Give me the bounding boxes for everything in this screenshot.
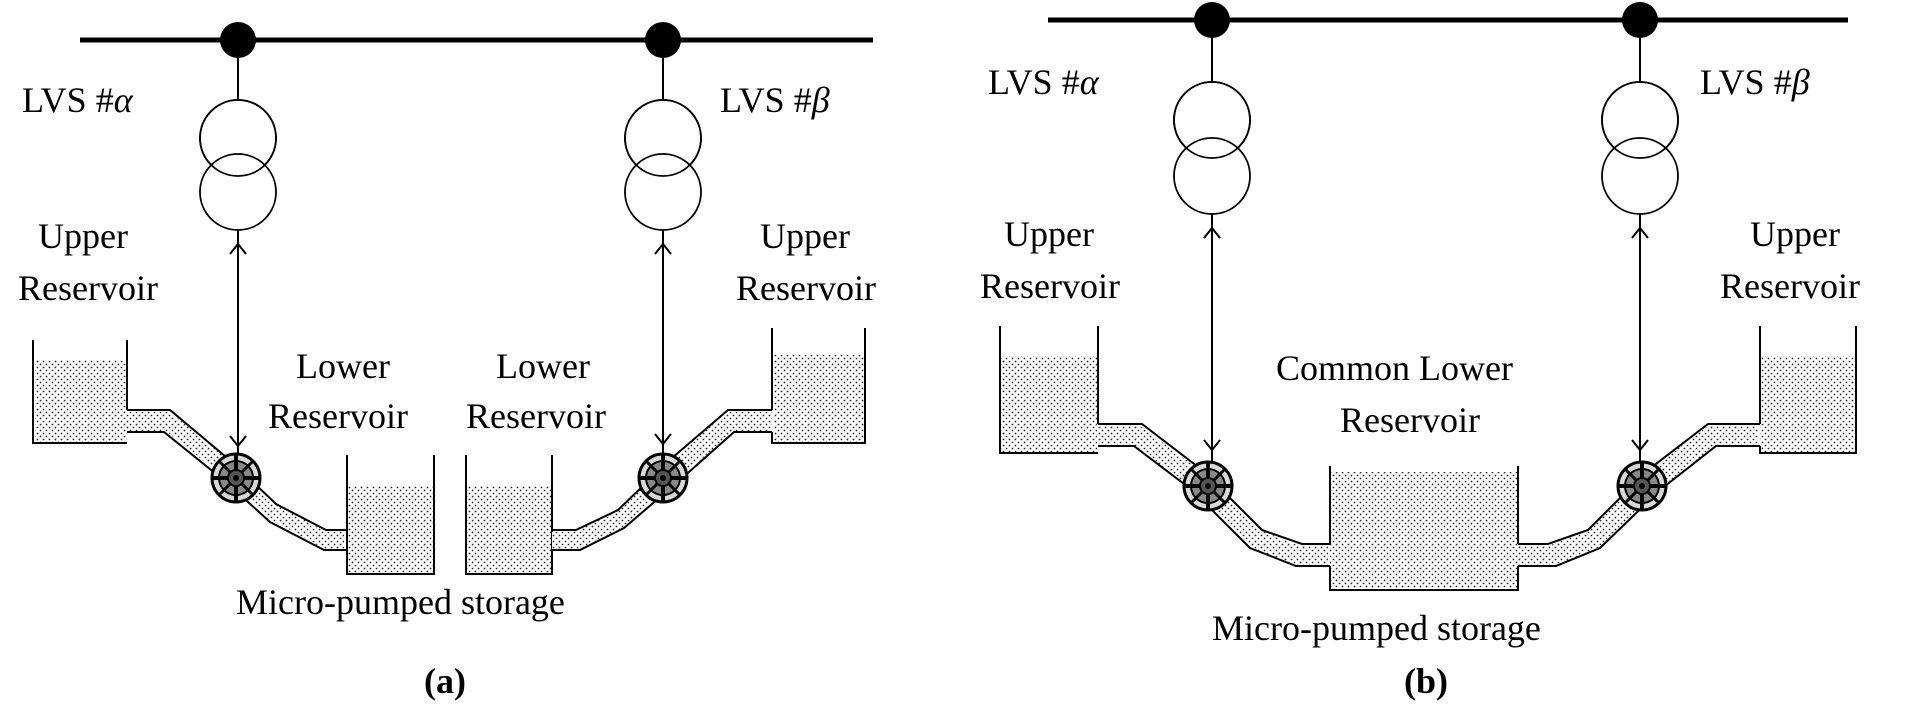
transformer-beta-a — [624, 58, 702, 231]
caption-a: Micro-pumped storage — [236, 582, 565, 622]
bus-node-beta-b — [1622, 2, 1658, 38]
upper-reservoir-left-label-b-line2: Reservoir — [980, 266, 1120, 306]
water-lower-left-a — [347, 486, 433, 572]
panel-label-a: (a) — [424, 661, 466, 701]
turbine-icon-beta-b — [1616, 460, 1668, 512]
turbine-icon-beta-a — [637, 452, 689, 504]
upper-reservoir-left-label-b-line1: Upper — [1004, 214, 1094, 254]
lvs-beta-label-a: LVS #β — [720, 80, 830, 120]
lvs-alpha-label-b: LVS #α — [988, 62, 1100, 102]
panel-label-b: (b) — [1404, 661, 1448, 701]
bus-node-beta-a — [645, 22, 681, 58]
turbine-icon-alpha-b — [1182, 460, 1234, 512]
transformer-alpha-b — [1173, 38, 1251, 215]
upper-reservoir-right-label-a-line2: Reservoir — [736, 268, 876, 308]
upper-reservoir-right-label-b-line2: Reservoir — [1720, 266, 1860, 306]
water-upper-left-b — [1000, 356, 1097, 452]
lower-reservoir-left-label-a-line1: Lower — [296, 346, 390, 386]
upper-reservoir-left-label-a-line1: Upper — [38, 216, 128, 256]
common-lower-reservoir-label-b-line1: Common Lower — [1276, 348, 1513, 388]
upper-reservoir-right-label-a-line1: Upper — [760, 216, 850, 256]
water-upper-left-a — [35, 360, 127, 443]
lower-reservoir-left-label-a-line2: Reservoir — [268, 396, 408, 436]
upper-reservoir-right-label-b-line1: Upper — [1750, 214, 1840, 254]
upper-reservoir-left-a — [32, 340, 127, 444]
water-lower-right-a — [467, 486, 551, 572]
water-common-lower-b — [1330, 472, 1518, 588]
lower-reservoir-left-a — [346, 455, 435, 575]
panel-b: LVS #α LVS #β Upper Reservoir Upper Rese… — [980, 2, 1860, 701]
upper-reservoir-left-b — [999, 326, 1098, 454]
transformer-alpha-a — [199, 58, 277, 231]
lower-reservoir-right-a — [465, 455, 553, 575]
water-upper-right-a — [774, 355, 864, 443]
transformer-beta-b — [1601, 38, 1679, 215]
bus-node-alpha-b — [1194, 2, 1230, 38]
arrowhead-alpha-a — [229, 242, 247, 255]
turbine-icon-alpha-a — [210, 452, 262, 504]
lower-reservoir-right-label-a-line2: Reservoir — [466, 396, 606, 436]
lower-reservoir-right-label-a-line1: Lower — [496, 346, 590, 386]
upper-reservoir-left-label-a-line2: Reservoir — [18, 268, 158, 308]
bus-node-alpha-a — [220, 22, 256, 58]
lvs-beta-label-b: LVS #β — [1700, 62, 1810, 102]
common-lower-reservoir-label-b-line2: Reservoir — [1340, 400, 1480, 440]
caption-b: Micro-pumped storage — [1212, 608, 1541, 648]
water-upper-right-b — [1760, 356, 1856, 452]
lvs-alpha-label-a: LVS #α — [22, 80, 134, 120]
panel-a: LVS #α LVS #β Upper Reservoir Upper Rese… — [18, 22, 876, 701]
